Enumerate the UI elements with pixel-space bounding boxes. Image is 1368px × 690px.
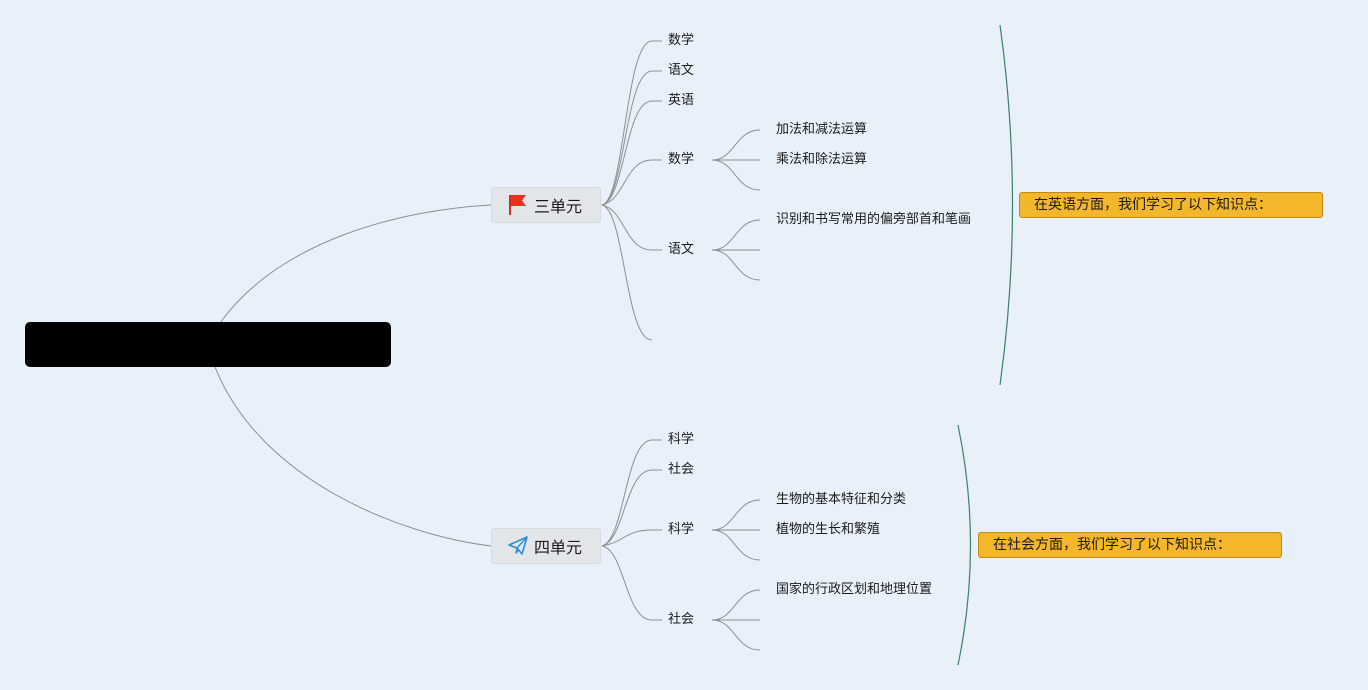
link-unit4-society1 <box>601 469 662 547</box>
society-item-geography[interactable]: 国家的行政区划和地理位置 <box>776 582 933 597</box>
unit3-subject-english[interactable]: 英语 <box>668 93 695 108</box>
science-item-plants[interactable]: 植物的生长和繁殖 <box>776 522 881 537</box>
unit3-subject-chinese[interactable]: 语文 <box>668 63 695 78</box>
link-chinese-item1 <box>711 219 761 251</box>
summary-bracket-unit4 <box>957 424 972 666</box>
unit4-subject-science[interactable]: 科学 <box>668 432 695 447</box>
unit3-summary[interactable]: 在英语方面，我们学习了以下知识点： <box>1019 192 1323 218</box>
link-unit3-chinese1 <box>601 70 662 206</box>
unit4-summary[interactable]: 在社会方面，我们学习了以下知识点： <box>978 532 1282 558</box>
link-unit4-science1 <box>601 439 662 547</box>
link-root-unit3 <box>219 204 492 324</box>
unit3-math-node[interactable]: 数学 <box>668 152 695 167</box>
paper-plane-icon <box>508 536 528 555</box>
link-science-item1 <box>711 499 761 531</box>
link-society-item1 <box>711 589 761 621</box>
unit4-subject-society[interactable]: 社会 <box>668 462 695 477</box>
unit4-science-node[interactable]: 科学 <box>668 522 695 537</box>
link-unit3-empty <box>601 204 653 341</box>
link-unit3-chinese2 <box>601 204 662 251</box>
math-item-multiply-divide[interactable]: 乘法和除法运算 <box>776 152 868 167</box>
root-node-redacted[interactable] <box>25 322 391 367</box>
link-unit4-society2 <box>601 545 662 621</box>
unit3-subject-math[interactable]: 数学 <box>668 33 695 48</box>
science-item-biology[interactable]: 生物的基本特征和分类 <box>776 492 907 507</box>
link-root-unit4 <box>214 366 492 547</box>
unit3-chinese-node[interactable]: 语文 <box>668 242 695 257</box>
math-item-add-subtract[interactable]: 加法和减法运算 <box>776 122 868 137</box>
red-flag-icon <box>509 195 526 215</box>
link-math-item3 <box>711 159 761 191</box>
link-unit3-math2 <box>601 159 662 206</box>
link-chinese-item3 <box>711 249 761 281</box>
summary-bracket-unit3 <box>999 24 1014 386</box>
unit3-label: 三单元 <box>534 197 583 216</box>
link-unit3-english <box>601 100 662 206</box>
unit4-society-node[interactable]: 社会 <box>668 612 695 627</box>
unit4-label: 四单元 <box>534 538 583 557</box>
unit4-node[interactable]: 四单元 <box>491 528 601 564</box>
link-unit4-science2 <box>601 529 662 547</box>
link-unit3-math1 <box>601 40 662 206</box>
unit3-node[interactable]: 三单元 <box>491 187 601 223</box>
link-science-item3 <box>711 529 761 561</box>
link-math-item1 <box>711 129 761 161</box>
chinese-item-radicals[interactable]: 识别和书写常用的偏旁部首和笔画 <box>776 212 972 227</box>
link-society-item3 <box>711 619 761 651</box>
